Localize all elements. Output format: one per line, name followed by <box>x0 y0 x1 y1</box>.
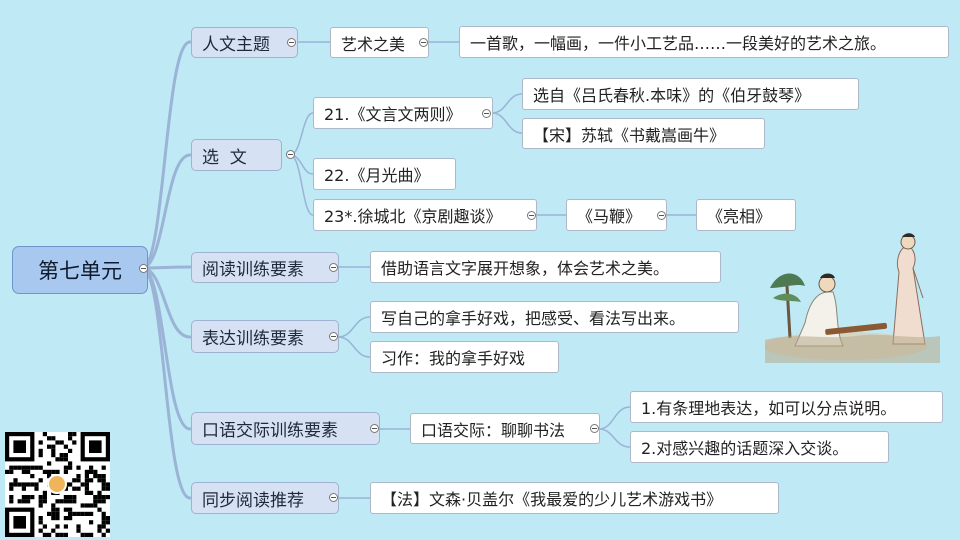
text-21-node[interactable]: 21.《文言文两则》 <box>313 97 493 129</box>
branch-reading[interactable]: 阅读训练要素 <box>191 252 339 283</box>
collapse-toggle-texts[interactable] <box>286 150 295 159</box>
collapse-toggle-expression[interactable] <box>329 332 338 341</box>
text-22-node[interactable]: 22.《月光曲》 <box>313 158 456 190</box>
link-texts-t21 <box>290 113 313 155</box>
link-topic-2 <box>599 429 630 447</box>
text-23-b-node[interactable]: 《亮相》 <box>696 199 796 231</box>
collapse-toggle-theme-title[interactable] <box>419 38 428 47</box>
text-21-a-node[interactable]: 选自《吕氏春秋.本味》的《伯牙鼓琴》 <box>522 78 859 110</box>
text-23-a-node[interactable]: 《马鞭》 <box>566 199 667 231</box>
branch-texts[interactable]: 选 文 <box>191 139 282 171</box>
collapse-toggle-text-21[interactable] <box>482 109 491 118</box>
root-node[interactable]: 第七单元 <box>12 246 148 294</box>
link-expr-1 <box>338 317 370 337</box>
recommend-item-node[interactable]: 【法】文森·贝盖尔《我最爱的少儿艺术游戏书》 <box>370 482 779 514</box>
collapse-toggle-oral-topic[interactable] <box>590 424 599 433</box>
link-root-reading <box>142 267 190 268</box>
oral-item-2-node[interactable]: 2.对感兴趣的话题深入交谈。 <box>630 431 889 463</box>
oral-topic-node[interactable]: 口语交际：聊聊书法 <box>410 413 600 444</box>
oral-item-1-node[interactable]: 1.有条理地表达，如可以分点说明。 <box>630 391 943 423</box>
collapse-toggle-theme[interactable] <box>287 38 296 47</box>
link-t21-a <box>492 94 522 113</box>
link-root-texts <box>142 155 190 268</box>
branch-recommend[interactable]: 同步阅读推荐 <box>191 482 339 514</box>
collapse-toggle-recommend[interactable] <box>329 493 338 502</box>
branch-oral[interactable]: 口语交际训练要素 <box>191 412 380 445</box>
collapse-toggle-text-23-a[interactable] <box>657 211 666 220</box>
branch-theme[interactable]: 人文主题 <box>191 27 298 58</box>
link-t21-b <box>492 113 522 133</box>
theme-desc-node[interactable]: 一首歌，一幅画，一件小工艺品……一段美好的艺术之旅。 <box>459 26 949 58</box>
collapse-toggle-oral[interactable] <box>370 424 379 433</box>
qr-code[interactable] <box>5 432 110 537</box>
collapse-toggle-reading[interactable] <box>329 263 338 272</box>
collapse-toggle-root[interactable] <box>139 264 148 273</box>
theme-title-node[interactable]: 艺术之美 <box>330 27 429 58</box>
link-topic-1 <box>599 407 630 429</box>
link-root-oral <box>142 268 190 429</box>
text-23-node[interactable]: 23*.徐城北《京剧趣谈》 <box>313 199 537 231</box>
reading-item-node[interactable]: 借助语言文字展开想象，体会艺术之美。 <box>370 251 721 283</box>
expression-item-2-node[interactable]: 习作：我的拿手好戏 <box>370 341 559 373</box>
link-expr-2 <box>338 337 370 357</box>
expression-item-1-node[interactable]: 写自己的拿手好戏，把感受、看法写出来。 <box>370 301 739 333</box>
link-root-theme <box>142 42 190 268</box>
collapse-toggle-text-23[interactable] <box>527 211 536 220</box>
boya-ziqi-illustration <box>765 228 940 363</box>
branch-expression[interactable]: 表达训练要素 <box>191 320 339 353</box>
text-21-b-node[interactable]: 【宋】苏轼《书戴嵩画牛》 <box>522 118 765 149</box>
